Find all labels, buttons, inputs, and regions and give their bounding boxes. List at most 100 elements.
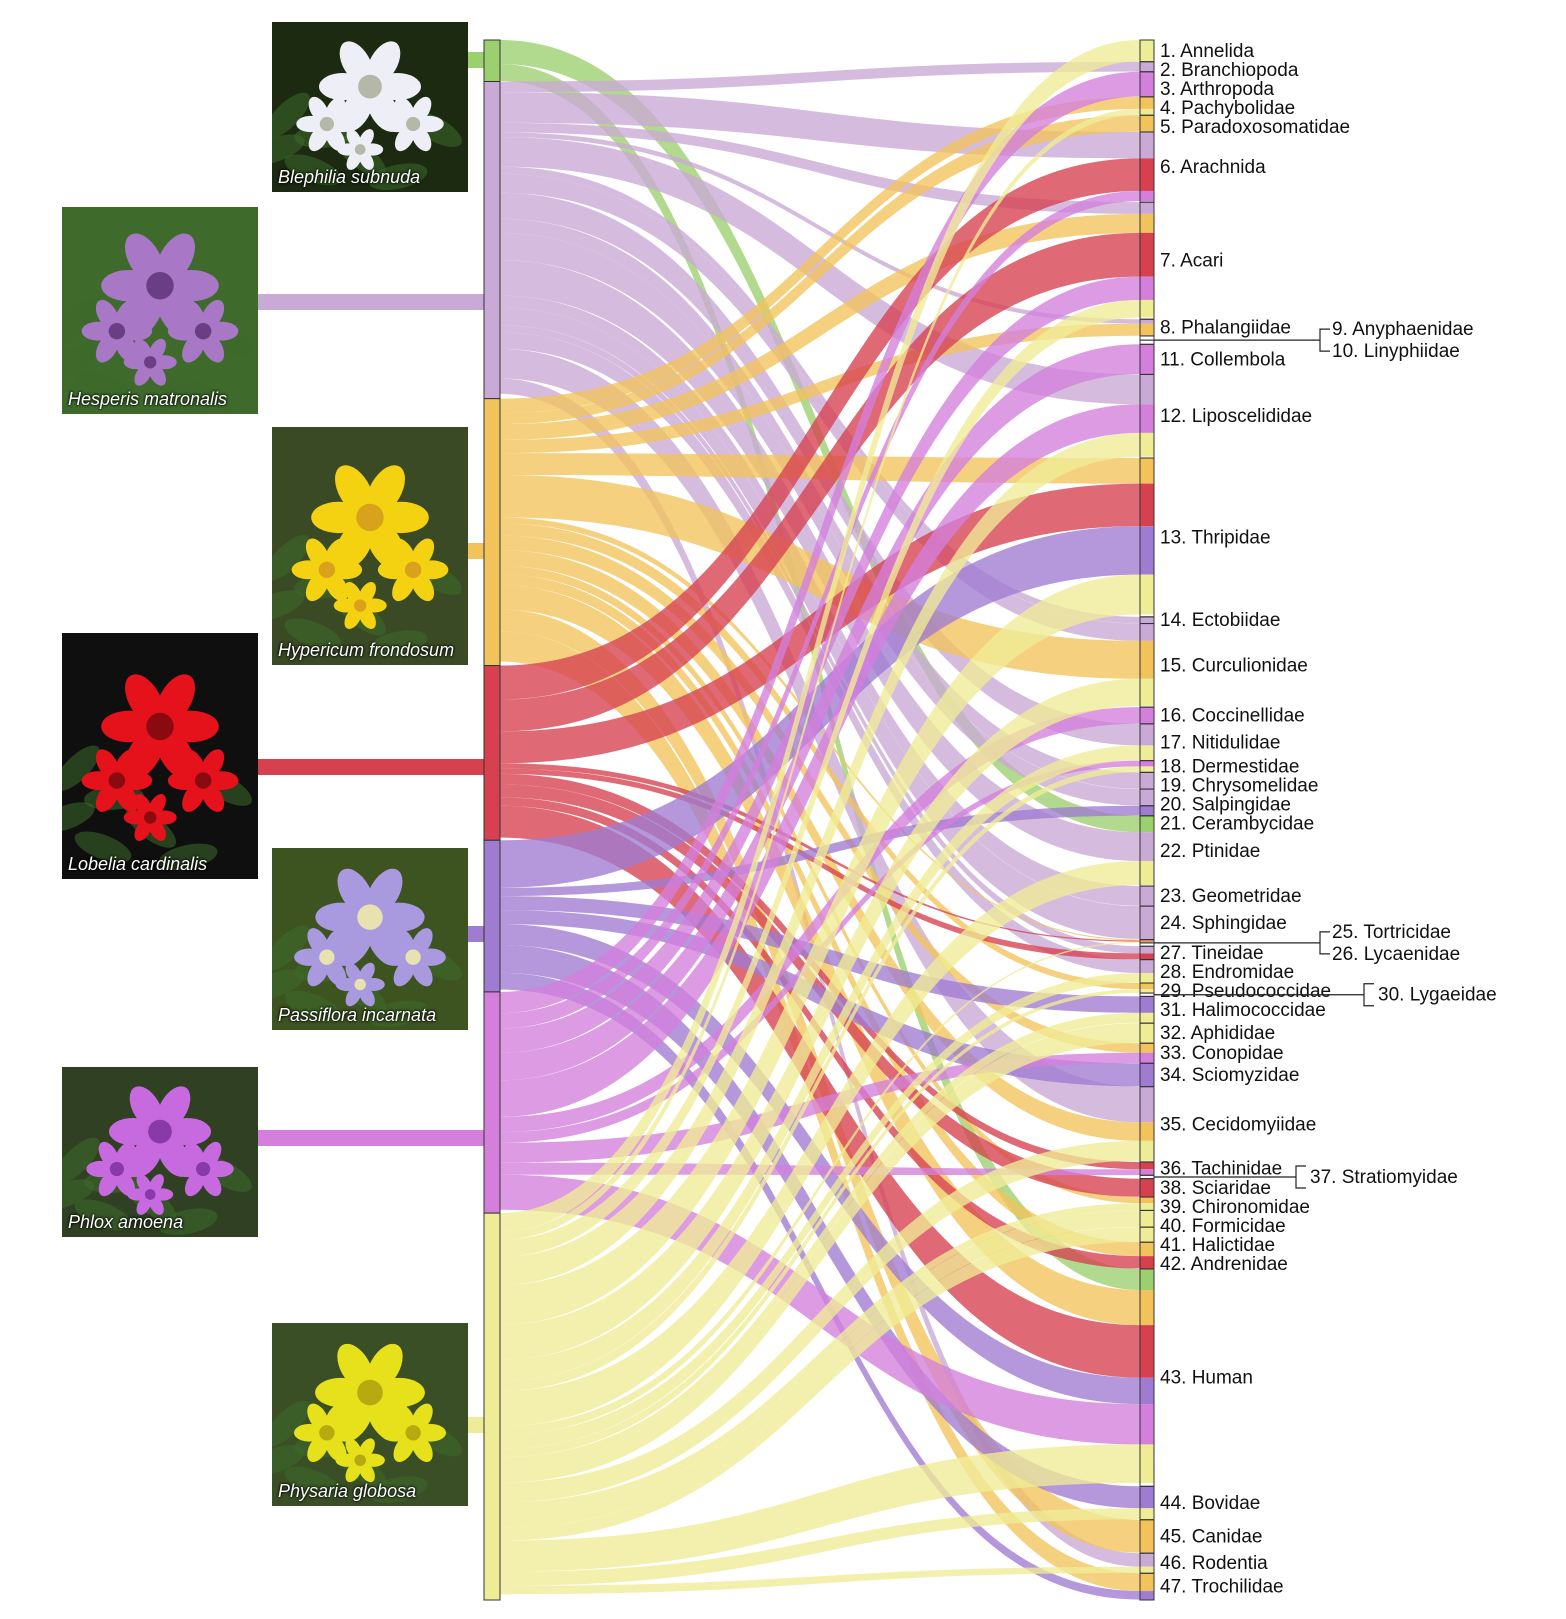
taxon-stripe [1140, 158, 1154, 191]
taxon-stripe [1140, 959, 1154, 974]
link-phlox-amoena-to-human [500, 1174, 1140, 1445]
plant-segment-phlox-amoena [483, 991, 501, 1214]
photo-phlox-amoena: Phlox amoena [62, 1067, 258, 1237]
taxon-label-liposcelididae: 12. Liposcelididae [1160, 406, 1312, 427]
link-physaria-globosa-to-cecidomyiidae [500, 1140, 1140, 1503]
taxon-stripe [1140, 941, 1154, 943]
link-passiflora-incarnata-to-trochilidae [500, 972, 1140, 1600]
photo-hypericum-frondosum: Hypericum frondosum [272, 427, 468, 665]
taxon-stripe [1140, 213, 1154, 233]
taxon-label-cerambycidae: 21. Cerambycidae [1160, 813, 1314, 834]
taxon-stripe [1140, 640, 1154, 679]
plant-name-caption: Physaria globosa [278, 1481, 417, 1501]
link-hypericum-frondosum-to-phalangiidae [500, 323, 1140, 454]
plant-name-caption: Lobelia cardinalis [68, 854, 208, 874]
taxon-label-rodentia: 46. Rodentia [1160, 1553, 1268, 1574]
taxon-stripe [1140, 906, 1154, 940]
taxon-stripe [1140, 344, 1154, 374]
taxon-label-halimococcidae: 31. Halimococcidae [1160, 1000, 1326, 1021]
taxon-segment-lycaenidae [1139, 942, 1155, 947]
taxon-stripe [1140, 71, 1154, 97]
taxon-label-chrysomelidae: 19. Chrysomelidae [1160, 775, 1318, 796]
taxon-stripe [1140, 939, 1154, 941]
taxon-label-ectobiidae: 14. Ectobiidae [1160, 610, 1280, 631]
link-lobelia-cardinalis-to-acari [500, 232, 1140, 732]
taxon-stripe [1140, 760, 1154, 767]
taxon-label-lygaeidae: 30. Lygaeidae [1378, 985, 1497, 1006]
taxon-stripe [1140, 432, 1154, 457]
taxon-stripe [1140, 40, 1154, 62]
taxon-stripe [1140, 996, 1154, 1013]
photo-hesperis-matronalis: Hesperis matronalis [62, 207, 258, 414]
taxon-stripe [1140, 789, 1154, 806]
taxon-stripe [1140, 1486, 1154, 1509]
taxon-stripe [1140, 108, 1154, 115]
link-phlox-amoena-to-acari [500, 276, 1140, 1053]
taxon-stripe [1140, 115, 1154, 132]
taxon-stripe [1140, 832, 1154, 861]
taxon-stripe [1140, 190, 1154, 202]
taxon-label-arthropoda: 3. Arthropoda [1160, 79, 1275, 100]
taxon-stripe [1140, 1169, 1154, 1176]
taxon-stripe [1140, 526, 1154, 575]
taxon-stripe [1140, 772, 1154, 789]
taxon-label-tineidae: 27. Tineidae [1160, 943, 1264, 964]
taxon-stripe [1140, 886, 1154, 906]
connector-hypericum-frondosum [468, 543, 484, 559]
link-physaria-globosa-to-pachybolidae [500, 108, 1140, 1240]
taxon-stripe [1140, 805, 1154, 816]
link-hypericum-frondosum-to-conopidae [500, 535, 1140, 1053]
plant-name-caption: Blephilia subnuda [278, 167, 421, 187]
callout-bracket [1319, 931, 1330, 955]
flower-illustration [272, 868, 462, 1027]
taxon-stripe [1140, 989, 1154, 993]
taxon-stripe [1140, 1377, 1154, 1405]
flower-illustration [62, 1086, 252, 1235]
taxon-stripe [1140, 946, 1154, 954]
taxon-stripe [1140, 319, 1154, 324]
link-hypericum-frondosum-to-pachybolidae [500, 96, 1140, 414]
taxon-label-dermestidae: 18. Dermestidae [1160, 756, 1299, 777]
link-lobelia-cardinalis-to-andrenidae [500, 797, 1140, 1269]
taxon-label-tortricidae: 25. Tortricidae [1332, 922, 1451, 943]
connector-lobelia-cardinalis [258, 759, 484, 775]
taxon-label-collembola: 11. Collembola [1160, 349, 1286, 370]
taxon-label-thripidae: 13. Thripidae [1160, 527, 1271, 548]
taxon-stripe [1140, 983, 1154, 990]
taxon-stripe [1140, 616, 1154, 624]
taxon-label-sciomyzidae: 34. Sciomyzidae [1160, 1065, 1299, 1086]
taxon-label-ptinidae: 22. Ptinidae [1160, 841, 1260, 862]
taxon-stripe [1140, 1404, 1154, 1445]
flower-illustration [272, 465, 462, 657]
taxon-stripe [1140, 483, 1154, 527]
taxon-stripe [1140, 458, 1154, 484]
link-lobelia-cardinalis-to-arachnida [500, 158, 1140, 700]
link-passiflora-incarnata-to-bovidae [500, 944, 1140, 1509]
link-hypericum-frondosum-to-chironomidae [500, 565, 1140, 1204]
taxon-stripe [1140, 1197, 1154, 1204]
taxon-stripe [1140, 232, 1154, 277]
link-passiflora-incarnata-to-human [500, 924, 1140, 1405]
taxon-stripe [1140, 1012, 1154, 1023]
link-phlox-amoena-to-arthropoda [500, 71, 1140, 1014]
taxon-label-trochilidae: 47. Trochilidae [1160, 1577, 1284, 1598]
taxon-stripe [1140, 1043, 1154, 1053]
link-lobelia-cardinalis-to-human [500, 805, 1140, 1378]
taxon-label-nitidulidae: 17. Nitidulidae [1160, 732, 1280, 753]
taxon-segment-lygaeidae [1139, 992, 1155, 997]
plant-segment-physaria-globosa [483, 1212, 501, 1601]
link-hesperis-matronalis-to-phalangiidae [500, 132, 1140, 324]
link-physaria-globosa-to-rodentia [500, 1566, 1140, 1595]
taxon-label-canidae: 45. Canidae [1160, 1526, 1262, 1547]
taxon-stripe [1140, 1161, 1154, 1170]
callout-bracket [1295, 1165, 1306, 1189]
taxon-stripe [1140, 678, 1154, 706]
taxon-label-pseudococcidae: 29. Pseudococcidae [1160, 981, 1331, 1002]
taxon-stripe [1140, 1519, 1154, 1553]
taxon-stripe [1140, 276, 1154, 300]
link-passiflora-incarnata-to-sciomyzidae [500, 910, 1140, 1087]
photo-lobelia-cardinalis: Lobelia cardinalis [62, 633, 258, 879]
taxon-segment-trochilidae [1139, 1572, 1155, 1601]
link-physaria-globosa-to-acari [500, 299, 1140, 1257]
interaction-links [500, 40, 1140, 1600]
